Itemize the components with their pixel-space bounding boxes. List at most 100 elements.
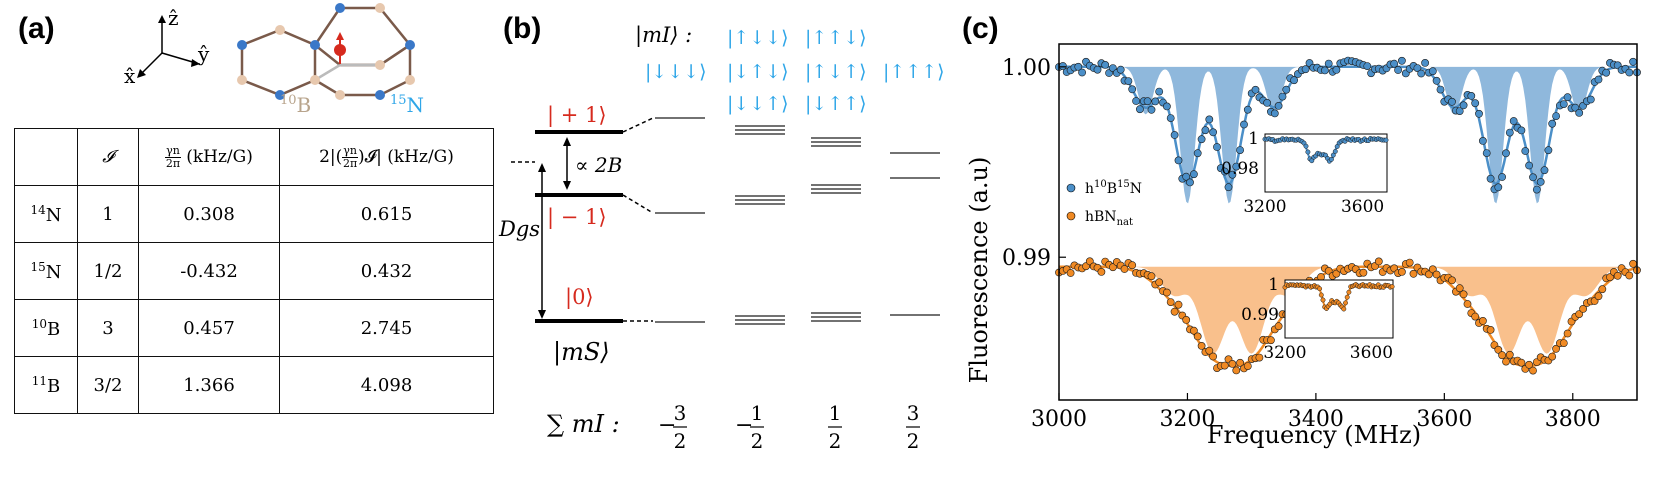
inset-data-point	[1328, 156, 1334, 162]
data-point	[1482, 149, 1491, 157]
z-axis-label: ẑ	[168, 6, 179, 30]
data-point	[1594, 75, 1603, 84]
inset-data-point	[1317, 286, 1323, 292]
data-point	[1228, 170, 1237, 179]
y-axis-title: Fluorescence (a.u)	[965, 157, 993, 384]
data-point	[1467, 92, 1476, 100]
data-point	[1552, 344, 1560, 353]
data-point	[1544, 146, 1553, 155]
data-point	[1243, 105, 1252, 114]
data-point	[1613, 271, 1622, 280]
data-point	[1448, 276, 1456, 285]
data-point	[1132, 97, 1140, 105]
data-point	[1209, 352, 1217, 361]
data-point	[1162, 288, 1171, 297]
gamma-cell: 1.366	[138, 356, 280, 414]
data-point	[1521, 147, 1530, 155]
x-tick-label: 3200	[1159, 407, 1215, 432]
data-point	[1332, 269, 1341, 278]
data-point	[1606, 273, 1614, 282]
data-point	[1232, 162, 1241, 171]
legend-label-hbnnat: hBNnat	[1085, 209, 1133, 228]
data-point	[1629, 57, 1637, 66]
inset-data-point	[1383, 137, 1389, 143]
table-row: 11B 3/2 1.366 4.098	[14, 356, 494, 414]
data-point	[1594, 292, 1603, 301]
data-point	[1205, 346, 1214, 355]
spin-cell: 3	[77, 299, 139, 357]
state-minus-one: | − 1⟩	[547, 205, 607, 230]
data-point	[1193, 332, 1202, 341]
sum-numerator: 1	[751, 401, 764, 425]
data-point	[1174, 156, 1183, 165]
data-point	[1078, 68, 1086, 77]
inset-data-point	[1389, 284, 1395, 290]
data-point	[1189, 170, 1198, 179]
data-point	[1320, 66, 1329, 75]
data-point	[1193, 149, 1202, 158]
data-point	[1170, 131, 1179, 139]
data-point	[1479, 316, 1487, 325]
x-tick-label: 3000	[1031, 407, 1087, 432]
data-point	[1101, 61, 1110, 69]
gamma-cell: 0.457	[138, 299, 280, 357]
spin-cell: 3/2	[77, 356, 139, 414]
data-point	[1502, 149, 1510, 158]
data-point	[1182, 172, 1191, 181]
data-point	[1602, 68, 1611, 77]
data-point	[1629, 259, 1637, 268]
simulated-spectrum-fill	[1059, 266, 1637, 354]
data-point	[1455, 107, 1464, 115]
spin-configurations: |↑↓↓⟩|↑↑↓⟩|↓↓↓⟩|↓↑↓⟩|↑↓↑⟩|↑↑↑⟩|↓↓↑⟩|↓↑↑⟩	[645, 27, 945, 115]
data-point	[1494, 345, 1503, 354]
state-plus-one: | + 1⟩	[547, 103, 607, 128]
inset-data-point	[1346, 289, 1352, 295]
inset-x-tick-label: 3200	[1243, 197, 1286, 217]
data-point	[1405, 258, 1414, 267]
data-point	[1502, 357, 1510, 366]
data-point	[1532, 185, 1541, 194]
data-point	[1559, 339, 1568, 347]
data-point	[1251, 85, 1260, 94]
inset-data-point	[1305, 149, 1311, 155]
data-point	[1116, 65, 1125, 74]
energy-level-diagram: |mI⟩ : |↑↓↓⟩|↑↑↓⟩|↓↓↓⟩|↓↑↓⟩|↑↓↑⟩|↑↑↑⟩|↓↓…	[498, 23, 945, 453]
axes-diagram: ẑ ŷ x̂	[124, 6, 210, 85]
data-point	[1448, 97, 1456, 106]
data-point	[1586, 95, 1595, 104]
data-point	[1124, 77, 1133, 85]
data-point	[1436, 85, 1445, 94]
data-point	[1409, 269, 1418, 278]
data-point	[1085, 257, 1094, 266]
data-point	[1397, 56, 1406, 65]
table-row: 10B 3 0.457 2.745	[14, 299, 494, 357]
data-point	[1220, 167, 1229, 176]
table-row: 15N 1/2 -0.432 0.432	[14, 242, 494, 300]
x-tick-label: 3400	[1288, 407, 1344, 432]
data-point	[1374, 257, 1383, 266]
data-point	[1228, 359, 1237, 368]
data-point	[1421, 59, 1429, 67]
data-point	[1151, 97, 1160, 106]
spin-config-label: |↓↓↓⟩	[645, 61, 707, 83]
data-point	[1155, 87, 1164, 96]
inset-y-tick-label: 0.98	[1221, 159, 1259, 179]
fluorescence-chart: Fluorescence (a.u) Frequency (MHz) h10B1…	[965, 43, 1641, 449]
isotope-cell: 15N	[14, 242, 78, 300]
data-point	[1517, 358, 1526, 367]
spin-config-label: |↑↓↑⟩	[805, 61, 867, 83]
data-point	[1324, 59, 1333, 68]
data-point	[1232, 366, 1241, 375]
data-point	[1270, 109, 1279, 118]
data-point	[1459, 290, 1468, 299]
gamma-cell: -0.432	[138, 242, 280, 300]
data-point	[1363, 62, 1372, 70]
inset-frame	[1264, 133, 1388, 193]
boron-label: 10B	[280, 93, 311, 117]
data-point	[1332, 66, 1341, 74]
legend: h10B15N hBNnat	[1066, 179, 1142, 228]
data-point	[1428, 67, 1437, 76]
